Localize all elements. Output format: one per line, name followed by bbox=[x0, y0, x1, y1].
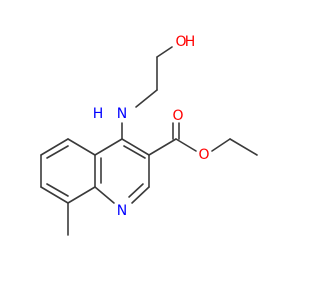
bond-o-h-carbon bbox=[156, 46, 173, 58]
atom-label-ring-n: N bbox=[117, 203, 127, 219]
hydroxyl-group: O H bbox=[175, 34, 195, 50]
bond-c4-c3-double bbox=[123, 145, 146, 159]
atom-label-h: H bbox=[185, 34, 196, 50]
bond-c8-c8a bbox=[67, 186, 96, 204]
bond-c4a-c5 bbox=[67, 138, 96, 156]
amine-group: H N bbox=[93, 106, 128, 122]
bond-c4a-c4 bbox=[94, 138, 123, 156]
bond-c7-c8 bbox=[40, 186, 69, 204]
atom-label-n: N bbox=[117, 106, 127, 122]
bond-ch2-nh bbox=[135, 89, 158, 108]
bond-ch2-ch3 bbox=[229, 138, 258, 156]
bond-c2-n1-double bbox=[128, 183, 144, 198]
bond-ester-o-ch2 bbox=[211, 138, 231, 152]
bond-c5-c6 bbox=[40, 138, 69, 156]
bond-carbonyl-ester-o bbox=[175, 138, 197, 152]
bond-c7-c8-double bbox=[46, 183, 69, 197]
quinoline-structure-diagram: O H H N O O N bbox=[40, 34, 258, 236]
bond-c5-c6-double bbox=[46, 145, 69, 159]
atom-label-ester-o: O bbox=[198, 147, 209, 163]
bonds bbox=[40, 46, 258, 236]
atom-label-carbonyl-o: O bbox=[172, 108, 183, 124]
bond-c2-n1 bbox=[131, 186, 150, 204]
atom-label-h: H bbox=[93, 106, 104, 122]
bond-c3-carbonyl bbox=[148, 138, 177, 156]
atom-labels: O H H N O O N bbox=[93, 34, 210, 219]
atom-label-o: O bbox=[175, 34, 186, 50]
bond-n1-c8a bbox=[94, 186, 115, 204]
bond-c4-c3 bbox=[121, 138, 150, 156]
